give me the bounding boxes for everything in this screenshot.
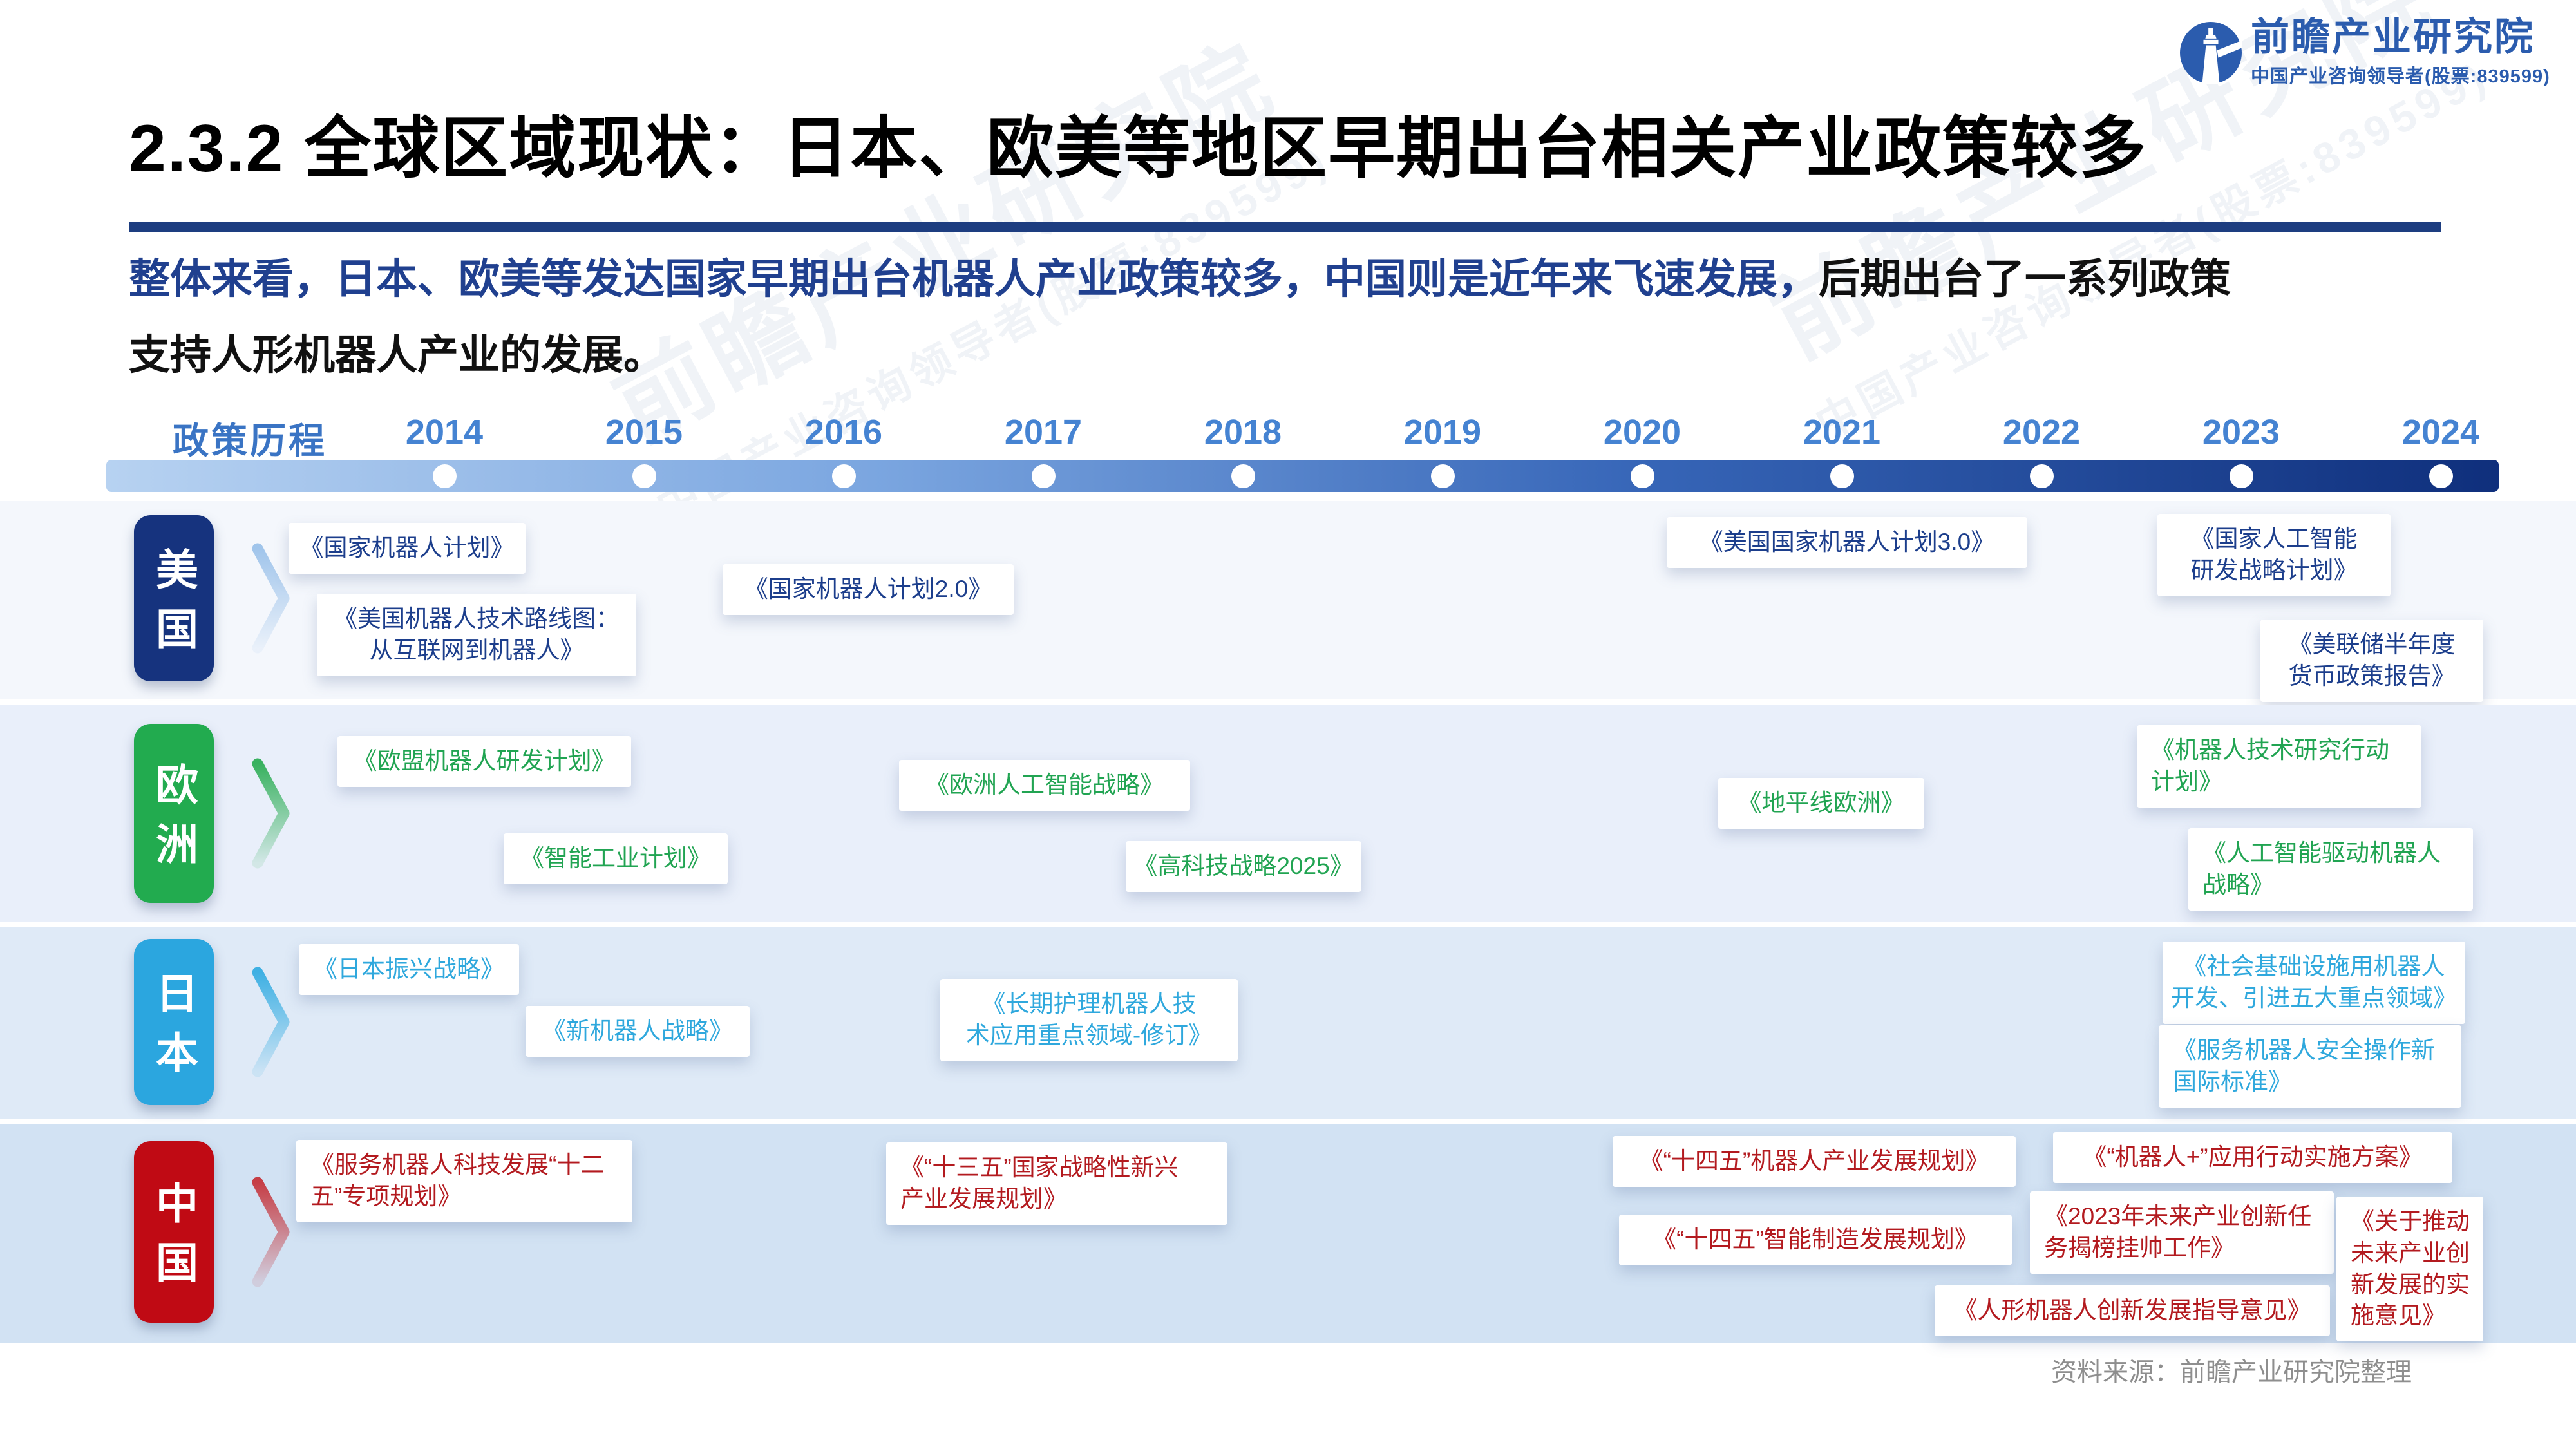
policy-item: 《“十四五”智能制造发展规划》 (1619, 1215, 2012, 1265)
timeline-dot-2022 (2030, 464, 2054, 488)
timeline-dot-2017 (1032, 464, 1056, 488)
policy-item: 《社会基础设施用机器人 开发、引进五大重点领域》 (2163, 942, 2465, 1024)
year-label-2016: 2016 (804, 413, 883, 451)
policy-item: 《“十三五”国家战略性新兴 产业发展规划》 (886, 1142, 1227, 1225)
policy-item: 《欧洲人工智能战略》 (899, 760, 1190, 811)
lighthouse-logo-icon (2180, 21, 2242, 84)
year-label-2018: 2018 (1204, 413, 1282, 451)
year-label-2014: 2014 (405, 413, 484, 451)
logo-texts: 前瞻产业研究院 中国产业咨询领导者(股票:839599) (2251, 17, 2550, 88)
policy-item: 《美联储半年度 货币政策报告》 (2260, 620, 2483, 702)
policy-item: 《机器人技术研究行动 计划》 (2137, 725, 2421, 808)
year-label-2015: 2015 (605, 413, 683, 451)
intro-line1: 整体来看，日本、欧美等发达国家早期出台机器人产业政策较多，中国则是近年来飞速发展… (129, 241, 2460, 317)
source-note: 资料来源：前瞻产业研究院整理 (2051, 1358, 2412, 1387)
policy-item: 《智能工业计划》 (504, 833, 728, 884)
year-label-2024: 2024 (2401, 413, 2480, 451)
policy-item: 《高科技战略2025》 (1126, 841, 1361, 892)
company-logo: 前瞻产业研究院 中国产业咨询领导者(股票:839599) (2180, 17, 2550, 88)
year-label-2022: 2022 (2002, 413, 2081, 451)
timeline-dot-2023 (2230, 464, 2253, 488)
timeline-dot-2018 (1231, 464, 1255, 488)
year-label-2019: 2019 (1403, 413, 1482, 451)
policy-item: 《服务机器人安全操作新 国际标准》 (2159, 1025, 2461, 1108)
policy-item: 《人形机器人创新发展指导意见》 (1935, 1285, 2330, 1336)
timeline-dot-2020 (1631, 464, 1654, 488)
policy-item: 《美国机器人技术路线图： 从互联网到机器人》 (317, 594, 636, 676)
policy-item: 《长期护理机器人技 术应用重点领域-修订》 (940, 979, 1238, 1061)
year-label-2020: 2020 (1603, 413, 1681, 451)
intro-paragraph: 整体来看，日本、欧美等发达国家早期出台机器人产业政策较多，中国则是近年来飞速发展… (129, 241, 2460, 393)
timeline-dot-2024 (2429, 464, 2453, 488)
policy-item: 《2023年未来产业创新任 务揭榜挂帅工作》 (2030, 1191, 2334, 1274)
timeline-dot-2016 (832, 464, 856, 488)
policy-item: 《日本振兴战略》 (299, 944, 519, 995)
year-label-2017: 2017 (1004, 413, 1083, 451)
timeline-dot-2021 (1830, 464, 1854, 488)
policy-item: 《人工智能驱动机器人 战略》 (2188, 828, 2473, 911)
row-chevron-china (252, 1177, 290, 1287)
intro-highlight: 整体来看，日本、欧美等发达国家早期出台机器人产业政策较多，中国则是近年来飞速发展… (129, 256, 1819, 302)
policy-item: 《美国国家机器人计划3.0》 (1667, 517, 2027, 568)
policy-item: 《“机器人+”应用行动实施方案》 (2053, 1132, 2452, 1183)
page-title: 2.3.2 全球区域现状：日本、欧美等地区早期出台相关产业政策较多 (129, 111, 2148, 186)
policy-item: 《新机器人战略》 (526, 1006, 750, 1057)
year-label-2021: 2021 (1803, 413, 1881, 451)
policy-item: 《国家机器人计划2.0》 (723, 564, 1014, 615)
policy-item: 《国家机器人计划》 (289, 523, 526, 574)
row-label-japan: 日本 (134, 939, 214, 1105)
timeline-bar (106, 460, 2499, 492)
row-label-europe: 欧洲 (134, 724, 214, 903)
intro-line2: 支持人形机器人产业的发展。 (129, 332, 665, 379)
row-chevron-europe (252, 758, 290, 869)
policy-item: 《国家人工智能 研发战略计划》 (2157, 514, 2391, 596)
title-underline (129, 222, 2441, 232)
policy-item: 《服务机器人科技发展“十二 五”专项规划》 (296, 1140, 632, 1222)
timeline-title: 政策历程 (173, 421, 327, 461)
row-label-china: 中国 (134, 1141, 214, 1323)
logo-name: 前瞻产业研究院 (2251, 15, 2535, 59)
policy-item: 《欧盟机器人研发计划》 (337, 736, 631, 787)
row-chevron-japan (252, 967, 290, 1077)
timeline-dot-2014 (433, 464, 457, 488)
row-chevron-usa (252, 543, 290, 654)
logo-tagline: 中国产业咨询领导者(股票:839599) (2251, 66, 2550, 87)
timeline-dot-2015 (632, 464, 656, 488)
watermark-line1: 前瞻产业研究院 (596, 23, 1293, 462)
intro-rest: 后期出台了一系列政策 (1819, 256, 2231, 302)
policy-item: 《“十四五”机器人产业发展规划》 (1613, 1136, 2016, 1187)
policy-item: 《地平线欧洲》 (1718, 778, 1924, 829)
row-label-usa: 美国 (134, 515, 214, 681)
policy-item: 《关于推动 未来产业创 新发展的实 施意见》 (2336, 1197, 2483, 1342)
timeline-dot-2019 (1431, 464, 1455, 488)
year-label-2023: 2023 (2202, 413, 2280, 451)
